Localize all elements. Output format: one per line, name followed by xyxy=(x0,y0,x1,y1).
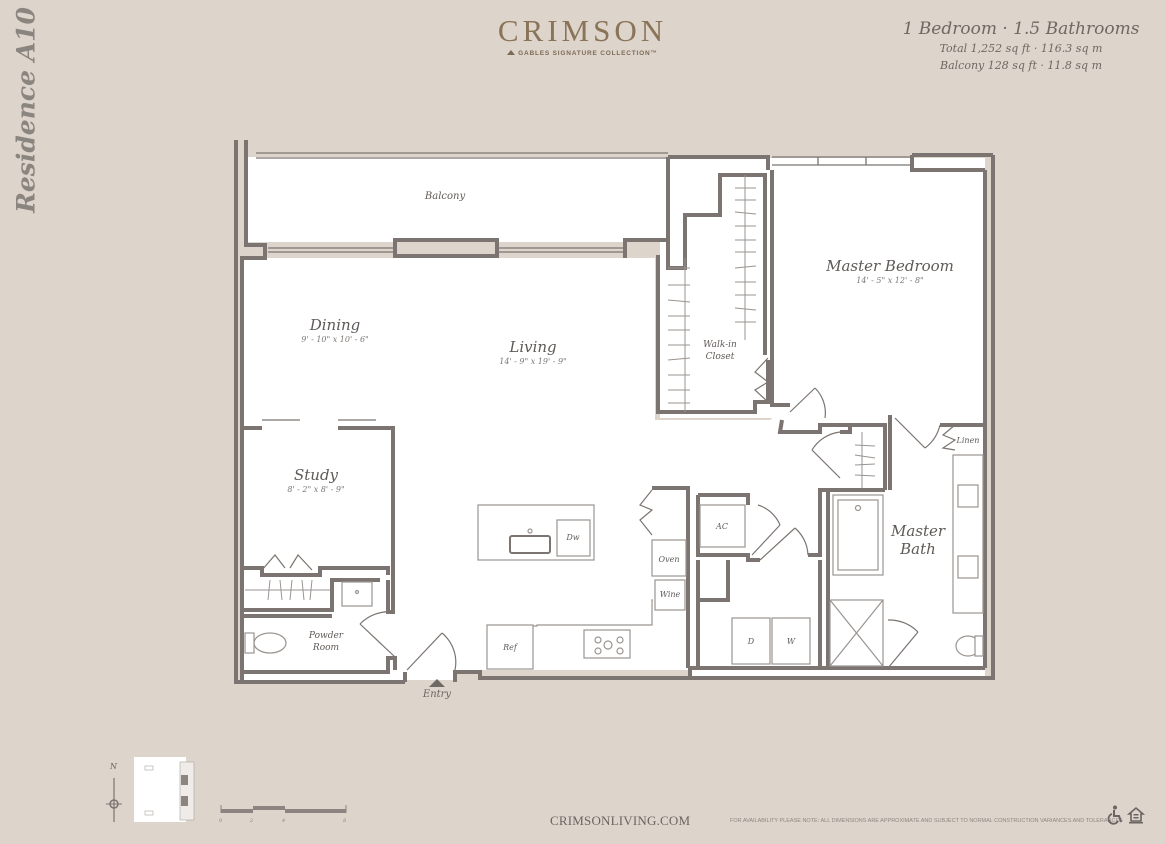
living-name: Living xyxy=(509,338,557,356)
wine-label: Wine xyxy=(659,590,681,599)
powder-room-line2: Room xyxy=(312,643,340,653)
scale-tick-0: 0 xyxy=(219,818,223,824)
unit-summary: 1 Bedroom · 1.5 Bathrooms Total 1,252 sq… xyxy=(901,18,1141,74)
vanity-sink-2 xyxy=(957,555,979,579)
dining-name: Dining xyxy=(309,316,361,334)
walk-in-closet-line1: Walk-in xyxy=(703,340,737,350)
closet-shelving xyxy=(245,175,876,601)
dishwasher xyxy=(556,519,591,557)
living-dims: 14' - 9" x 19' - 9" xyxy=(499,357,567,366)
study-label: Study 8' - 2" x 8' - 9" xyxy=(287,466,344,496)
linen-label: Linen xyxy=(956,436,980,445)
master-bath-line1: Master xyxy=(890,522,946,540)
scale-ticks: 0 2 4 8 xyxy=(218,818,353,828)
scale-bar xyxy=(220,805,347,813)
master-bedroom-dims: 14' - 5" x 12' - 8" xyxy=(856,276,924,285)
fixtures xyxy=(244,454,984,670)
entry-label: Entry xyxy=(422,689,452,700)
master-bath-label: Master Bath xyxy=(891,522,945,558)
dryer-label: D xyxy=(747,637,755,646)
walk-in-closet-line2: Closet xyxy=(705,352,735,362)
oven xyxy=(651,539,687,577)
master-bedroom-name: Master Bedroom xyxy=(826,257,954,275)
disclaimer-text: FOR AVAILABILITY PLEASE NOTE: ALL DIMENS… xyxy=(730,818,1123,824)
brand-tagline: GABLES SIGNATURE COLLECTION™ xyxy=(0,50,1165,57)
refrigerator xyxy=(486,624,534,670)
scale-tick-4: 4 xyxy=(282,818,286,824)
wine-fridge xyxy=(654,579,686,611)
study-name: Study xyxy=(293,466,339,484)
mountain-icon xyxy=(507,50,516,55)
ac-label: AC xyxy=(716,522,728,531)
door-swings xyxy=(261,357,957,671)
oven-label: Oven xyxy=(658,555,680,564)
equal-housing-icon xyxy=(1127,806,1145,824)
brand-header: CRIMSON GABLES SIGNATURE COLLECTION™ xyxy=(0,13,1165,58)
vanity-sink-1 xyxy=(957,484,979,508)
master-bedroom-label: Master Bedroom 14' - 5" x 12' - 8" xyxy=(826,257,954,287)
floor-fill xyxy=(240,157,985,680)
balcony-label: Balcony xyxy=(424,191,466,202)
key-plan xyxy=(134,757,195,822)
accessibility-icon xyxy=(1107,805,1122,825)
entry-arrow-icon xyxy=(429,679,445,687)
scale-tick-2: 2 xyxy=(250,818,254,824)
powder-room-line1: Powder xyxy=(308,631,344,641)
walls xyxy=(234,140,995,684)
ref-label: Ref xyxy=(503,643,517,652)
entry-marker: Entry xyxy=(420,679,454,700)
island-sink xyxy=(509,535,551,554)
washer xyxy=(771,617,811,665)
ac-unit xyxy=(699,504,746,548)
unit-balcony-area: Balcony 128 sq ft · 11.8 sq m xyxy=(940,59,1102,72)
powder-toilet xyxy=(253,632,287,654)
compass-north-label: N xyxy=(110,762,117,771)
windows-and-rails xyxy=(256,152,912,421)
brand-logo-text: CRIMSON xyxy=(497,13,668,48)
dishwasher-label: Dw xyxy=(566,533,580,542)
study-dims: 8' - 2" x 8' - 9" xyxy=(287,485,345,494)
master-bath-line2: Bath xyxy=(900,540,936,558)
compass-rose xyxy=(106,778,122,822)
washer-label: W xyxy=(786,637,796,646)
vanity xyxy=(952,454,984,614)
living-label: Living 14' - 9" x 19' - 9" xyxy=(499,338,566,368)
powder-room-label: Powder Room xyxy=(309,630,343,654)
dryer xyxy=(731,617,771,665)
website-link[interactable]: CRIMSONLIVING.COM xyxy=(550,813,691,828)
brand-tagline-text: GABLES SIGNATURE COLLECTION™ xyxy=(518,50,658,57)
scale-tick-8: 8 xyxy=(343,818,347,824)
unit-title: 1 Bedroom · 1.5 Bathrooms xyxy=(902,19,1140,39)
unit-total-area: Total 1,252 sq ft · 116.3 sq m xyxy=(939,42,1103,55)
dining-label: Dining 9' - 10" x 10' - 6" xyxy=(301,316,368,346)
dining-dims: 9' - 10" x 10' - 6" xyxy=(301,335,369,344)
walk-in-closet-label: Walk-in Closet xyxy=(703,339,737,363)
